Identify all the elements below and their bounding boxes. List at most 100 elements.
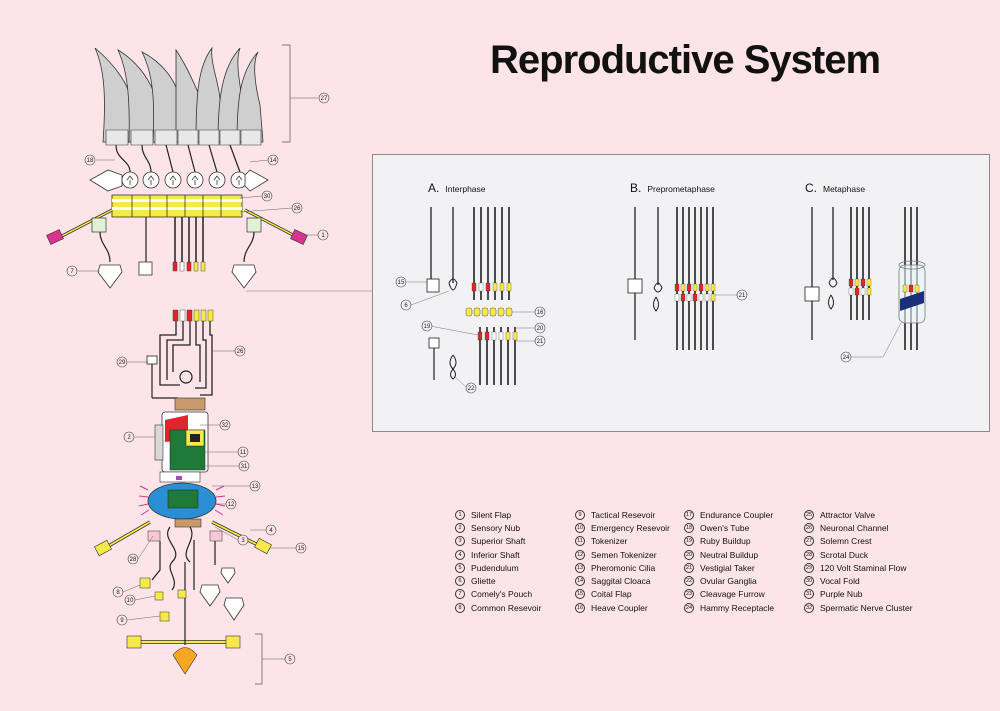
outlet-plug [138, 261, 153, 276]
callout-panel-21a: 21 [537, 339, 544, 345]
legend-label: Neuronal Channel [820, 522, 889, 533]
legend-number: 20 [684, 549, 694, 560]
legend-label: Scrotal Duck [820, 549, 869, 560]
callout-4: 4 [269, 528, 273, 534]
legend-label: Gliette [471, 576, 496, 587]
callout-14: 14 [270, 158, 277, 164]
stage-b-drawing: 21 [627, 207, 748, 350]
legend-label: Comely's Pouch [471, 589, 533, 600]
legend-label: Semen Tokenizer [591, 549, 657, 560]
semen-tokenizer [138, 482, 226, 520]
legend-label: Tokenizer [591, 536, 628, 547]
silent-flap-left [46, 208, 113, 245]
callout-panel-19: 19 [424, 324, 431, 330]
legend-label: Pudendulum [471, 562, 519, 573]
legend-item: 16 Heave Coupler [575, 601, 670, 614]
legend-label: Inferior Shaft [471, 549, 520, 560]
legend-item: 30 Vocal Fold [804, 574, 913, 587]
legend-number: 32 [804, 602, 814, 613]
phase-panel: A.Interphase B.Preprometaphase C.Metapha… [372, 154, 990, 432]
callout-13: 13 [252, 484, 259, 490]
callout-3: 3 [241, 538, 245, 544]
callout-18: 18 [87, 158, 94, 164]
callout-26: 26 [294, 206, 301, 212]
callout-5: 5 [288, 657, 292, 663]
legend-label: Owen's Tube [700, 522, 750, 533]
legend-number: 16 [575, 602, 585, 613]
legend-number: 18 [684, 522, 694, 533]
lower-pouches [199, 567, 245, 621]
silent-flap-right [244, 208, 308, 245]
callout-15: 15 [298, 546, 305, 552]
stage-c-label: C.Metaphase [805, 181, 866, 195]
callout-panel-22: 22 [468, 386, 475, 392]
legend-label: Coital Flap [591, 589, 632, 600]
callout-12: 12 [228, 502, 235, 508]
legend-item: 7 Comely's Pouch [455, 588, 541, 601]
legend-number: 21 [684, 562, 694, 573]
legend-number: 15 [575, 589, 585, 600]
legend-label: Purple Nub [820, 589, 863, 600]
legend-number: 6 [455, 576, 465, 587]
legend-item: 15 Coital Flap [575, 588, 670, 601]
pudendulum [126, 620, 241, 675]
neuronal-channel [159, 309, 214, 396]
legend-label: Heave Coupler [591, 602, 648, 613]
legend-item: 21 Vestigial Taker [684, 561, 774, 574]
callout-9: 9 [120, 618, 124, 624]
legend-label: Solemn Crest [820, 536, 872, 547]
callout-panel-24: 24 [843, 355, 850, 361]
bottom-cords [172, 217, 206, 272]
legend-number: 12 [575, 549, 585, 560]
staminal-plug [146, 355, 178, 399]
legend-number: 8 [455, 602, 465, 613]
legend-number: 17 [684, 509, 694, 520]
callout-1: 1 [321, 233, 325, 239]
legend-item: 12 Semen Tokenizer [575, 548, 670, 561]
legend-number: 26 [804, 522, 814, 533]
legend-number: 19 [684, 536, 694, 547]
legend-label: Common Resevoir [471, 602, 542, 613]
comely-pouch [97, 264, 257, 289]
legend-label: Vocal Fold [820, 576, 860, 587]
callout-panel-16: 16 [537, 310, 544, 316]
callout-8: 8 [116, 590, 120, 596]
callout-panel-21b: 21 [739, 293, 746, 299]
callout-panel-6: 6 [404, 303, 408, 309]
legend-label: Hammy Receptacle [700, 602, 775, 613]
legend-label: Vestigial Taker [700, 562, 755, 573]
legend-number: 7 [455, 589, 465, 600]
callout-10: 10 [127, 598, 134, 604]
legend-item: 32 Spermatic Nerve Cluster [804, 601, 913, 614]
legend-number: 30 [804, 576, 814, 587]
side-nodes [91, 217, 262, 233]
page-title: Reproductive System [490, 38, 881, 82]
legend-item: 26 Neuronal Channel [804, 521, 913, 534]
stage-a-label: A.Interphase [428, 181, 486, 195]
tokenizer-body [154, 411, 209, 483]
legend-number: 28 [804, 549, 814, 560]
legend-label: Spermatic Nerve Cluster [820, 602, 913, 613]
